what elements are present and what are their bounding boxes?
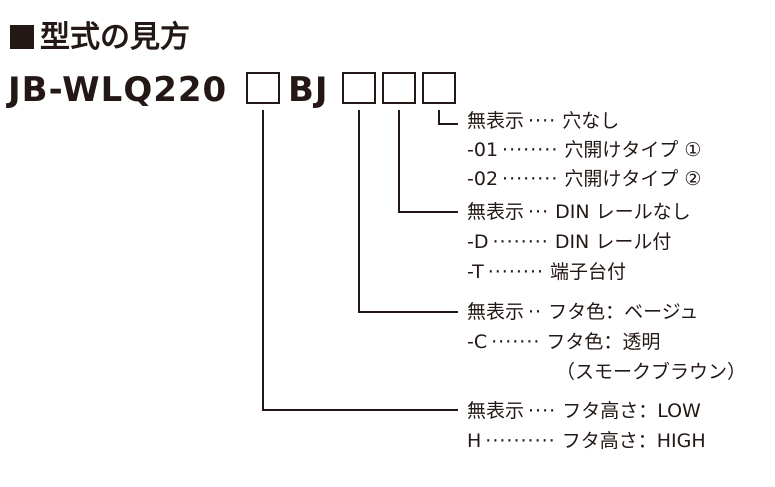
model-prefix: JB-WLQ220: [8, 70, 228, 110]
option-row: H··········フタ高さ：HIGH: [467, 430, 706, 452]
connector-box-2: [358, 110, 458, 313]
option-row-continuation: （スモークブラウン）: [556, 361, 747, 383]
option-row: 無表示···DIN レールなし: [467, 201, 691, 223]
option-box-3: [382, 72, 416, 104]
option-box-4: [422, 72, 456, 104]
square-bullet-icon: [10, 25, 34, 49]
option-row: -02········穴開けタイプ ②: [467, 168, 702, 190]
option-row: -01········穴開けタイプ ①: [467, 139, 702, 161]
connector-box-4: [438, 110, 458, 125]
model-code: JB-WLQ220: [8, 70, 227, 110]
section-title-text: 型式の見方: [40, 20, 190, 55]
option-row: -C·······フタ色：透明: [467, 331, 661, 353]
connector-box-1: [262, 110, 458, 411]
option-row: -D········DIN レール付: [467, 231, 672, 253]
model-mid: BJ: [288, 70, 329, 110]
option-box-2: [342, 72, 376, 104]
option-row: 無表示··フタ色：ベージュ: [467, 301, 699, 323]
option-row: -T········端子台付: [467, 261, 627, 283]
option-row: 無表示····穴なし: [467, 110, 620, 132]
section-title: 型式の見方: [10, 18, 190, 58]
option-box-1: [246, 72, 280, 104]
option-row: 無表示····フタ高さ：LOW: [467, 400, 701, 422]
connector-box-3: [398, 110, 458, 213]
